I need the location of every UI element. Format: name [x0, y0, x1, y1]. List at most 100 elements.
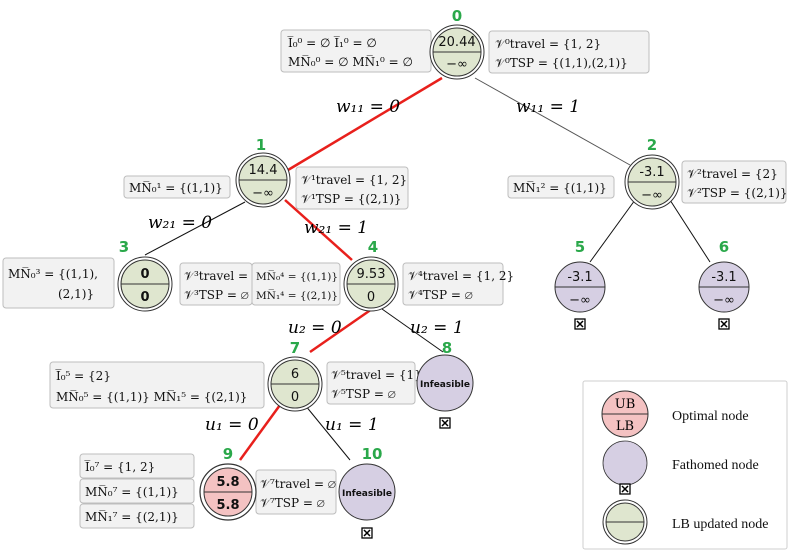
- annotations: I̅₀⁰ = ∅ I̅₁⁰ = ∅ MN̅₀⁰ = ∅ MN̅₁⁰ = ∅ 𝒱⁰…: [2, 29, 788, 529]
- edge-label-0-2: w₁₁ = 1: [516, 97, 580, 117]
- node-9-lb: 5.8: [216, 498, 239, 513]
- node-3-lb: 0: [140, 290, 149, 305]
- edge-1-3: [144, 201, 246, 256]
- annotation-3-left-line2: (2,1)}: [58, 287, 94, 301]
- annotation-2-right-line2: 𝒱²TSP = {(2,1)}: [687, 186, 788, 200]
- node-9: 9 5.8 5.8: [199, 445, 257, 521]
- edge-label-7-9: u₁ = 0: [205, 415, 259, 435]
- node-7-lb: 0: [291, 390, 299, 405]
- node-2-id: 2: [647, 136, 657, 154]
- annotation-9-left-line2: MN̅₀⁷ = {(1,1)}: [85, 484, 179, 499]
- node-4: 4 9.53 0: [343, 238, 399, 312]
- node-2-ub: -3.1: [639, 165, 664, 180]
- edge-label-4-7: u₂ = 0: [288, 318, 342, 338]
- node-3-id: 3: [119, 238, 129, 256]
- edge-2-6: [669, 199, 711, 263]
- node-9-id: 9: [223, 445, 233, 463]
- annotation-7-right-line1: 𝒱⁵travel = {1}: [331, 368, 422, 382]
- node-8-label: Infeasible: [420, 380, 470, 390]
- node-1-lb: −∞: [252, 186, 274, 201]
- edge-label-4-8: u₂ = 1: [410, 318, 464, 338]
- edge-0-2: [474, 77, 631, 166]
- annotation-3-right-line2: 𝒱³TSP = ∅: [184, 288, 249, 302]
- annotation-9-right-line1: 𝒱⁷travel = ∅: [260, 477, 336, 491]
- node-4-lb: 0: [367, 290, 375, 305]
- edge-2-5: [589, 199, 636, 263]
- tree-edges: [144, 76, 711, 461]
- node-5: 5 -3.1 −∞: [554, 238, 606, 330]
- node-10-id: 10: [362, 445, 383, 463]
- annotation-0-right-line1: 𝒱⁰travel = {1, 2}: [495, 37, 601, 51]
- node-7-ub: 6: [291, 367, 299, 382]
- edge-label-1-4: w₂₁ = 1: [304, 218, 368, 238]
- node-3-ub: 0: [140, 267, 149, 282]
- annotation-7-left-line1: I̅₀⁵ = {2}: [55, 368, 111, 383]
- node-0-id: 0: [452, 7, 462, 25]
- annotation-7-right-line2: 𝒱⁵TSP = ∅: [331, 387, 396, 401]
- annotation-0-left-line2: MN̅₀⁰ = ∅ MN̅₁⁰ = ∅: [288, 54, 413, 69]
- node-6: 6 -3.1 −∞: [698, 238, 750, 330]
- node-1-ub: 14.4: [249, 163, 278, 178]
- node-1-id: 1: [256, 136, 266, 154]
- node-6-lb: −∞: [713, 293, 735, 308]
- node-4-id: 4: [368, 238, 378, 256]
- annotation-0-left-line1: I̅₀⁰ = ∅ I̅₁⁰ = ∅: [287, 35, 376, 50]
- edge-7-10: [304, 404, 351, 461]
- node-5-lb: −∞: [569, 293, 591, 308]
- edge-7-9: [238, 404, 282, 461]
- node-4-ub: 9.53: [357, 267, 386, 282]
- edge-0-1: [287, 76, 443, 172]
- annotation-0-right-line2: 𝒱⁰TSP = {(1,1),(2,1)}: [495, 56, 628, 70]
- annotation-4-left-line2: MN̅₁⁴ = {(2,1)}: [256, 288, 338, 302]
- legend-optimal-ub: UB: [615, 397, 636, 412]
- annotation-1-right-line2: 𝒱¹TSP = {(2,1)}: [301, 192, 402, 206]
- node-9-ub: 5.8: [216, 475, 239, 490]
- legend-lb-updated-label: LB updated node: [672, 517, 768, 532]
- node-6-id: 6: [719, 238, 729, 256]
- node-0: 0 20.44 −∞: [429, 7, 485, 80]
- node-1: 1 14.4 −∞: [235, 136, 291, 208]
- legend-optimal-lb: LB: [616, 419, 634, 434]
- annotation-2-right-line1: 𝒱²travel = {2}: [687, 167, 778, 181]
- legend-optimal-label: Optimal node: [672, 409, 749, 424]
- legend-fathomed-label: Fathomed node: [672, 458, 759, 473]
- node-10-label: Infeasible: [342, 489, 392, 499]
- node-2-lb: −∞: [641, 188, 663, 203]
- annotation-9-right-line2: 𝒱⁷TSP = ∅: [260, 496, 325, 510]
- node-6-ub: -3.1: [711, 270, 736, 285]
- edge-labels: w₁₁ = 0 w₁₁ = 1 w₂₁ = 0 w₂₁ = 1 u₂ = 0 u…: [148, 97, 580, 435]
- node-2: 2 -3.1 −∞: [624, 136, 680, 210]
- fathomed-x-box-icon: [439, 417, 451, 429]
- annotation-9-left-line3: MN̅₁⁷ = {(2,1)}: [85, 509, 179, 524]
- node-0-lb: −∞: [446, 57, 468, 72]
- annotation-3-left-line1: MN̅₀³ = {(1,1),: [8, 266, 98, 281]
- annotation-3-right-line1: 𝒱³travel = ∅: [184, 269, 260, 283]
- tree-nodes: 0 20.44 −∞ 1 14.4 −∞ 2 -3.1 −∞ 3: [117, 7, 750, 539]
- edge-1-4: [284, 199, 353, 261]
- annotation-4-right-line2: 𝒱⁴TSP = ∅: [408, 288, 473, 302]
- node-8-id: 8: [442, 339, 452, 357]
- annotation-4-right-line1: 𝒱⁴travel = {1, 2}: [408, 269, 514, 283]
- edge-label-0-1: w₁₁ = 0: [336, 97, 400, 117]
- node-5-ub: -3.1: [567, 270, 592, 285]
- annotation-2-left-line1: MN̅₁² = {(1,1)}: [513, 180, 607, 195]
- annotation-4-left-line1: MN̅₀⁴ = {(1,1)}: [256, 269, 338, 283]
- node-8: 8 Infeasible: [416, 339, 474, 429]
- node-5-id: 5: [575, 238, 585, 256]
- legend: UB LB Optimal node Fathomed node LB upda…: [582, 380, 788, 550]
- node-7-id: 7: [290, 339, 300, 357]
- edge-label-7-10: u₁ = 1: [325, 415, 379, 435]
- legend-fathomed-x-box-icon: [619, 483, 631, 495]
- edge-label-1-3: w₂₁ = 0: [148, 213, 212, 233]
- annotation-9-left-line1: I̅₀⁷ = {1, 2}: [84, 459, 155, 474]
- fathomed-x-box-icon: [718, 318, 730, 330]
- edge-4-7: [309, 307, 373, 354]
- fathomed-x-box-icon: [574, 318, 586, 330]
- edge-4-8: [381, 308, 444, 353]
- annotation-7-left-line2: MN̅₀⁵ = {(1,1)} MN̅₁⁵ = {(2,1)}: [56, 389, 247, 404]
- fathomed-x-box-icon: [361, 527, 373, 539]
- node-7: 7 6 0: [267, 339, 323, 412]
- node-10: 10 Infeasible: [338, 445, 396, 539]
- annotation-1-left-line1: MN̅₀¹ = {(1,1)}: [129, 180, 223, 195]
